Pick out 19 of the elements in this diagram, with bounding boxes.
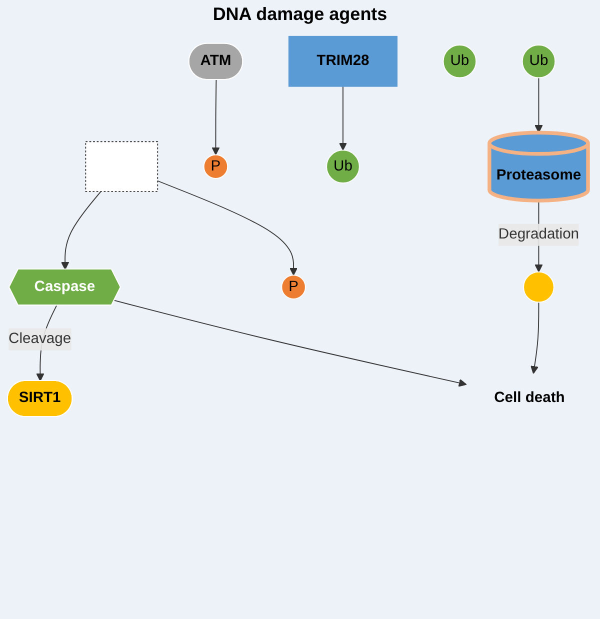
note-text: DNA damage agents	[212, 4, 388, 24]
arrow	[114, 300, 467, 387]
arrow	[338, 86, 348, 151]
arrow	[61, 191, 102, 270]
node-box	[85, 141, 158, 192]
arrow	[157, 180, 298, 276]
node-circle: Ub	[442, 44, 477, 78]
node-circle: Ub	[326, 150, 360, 184]
node-text: Cell death	[494, 390, 565, 406]
edge-label: Cleavage	[8, 331, 72, 347]
node-circle: Ub	[522, 44, 556, 78]
edge-label: Degradation	[498, 226, 580, 242]
arrow	[530, 302, 540, 374]
arrow	[534, 77, 543, 133]
node-circle: P	[203, 154, 228, 179]
arrow	[212, 79, 220, 156]
node-circle: P	[281, 274, 306, 300]
node-box: TRIM28	[288, 36, 398, 87]
node-circle	[523, 271, 554, 303]
